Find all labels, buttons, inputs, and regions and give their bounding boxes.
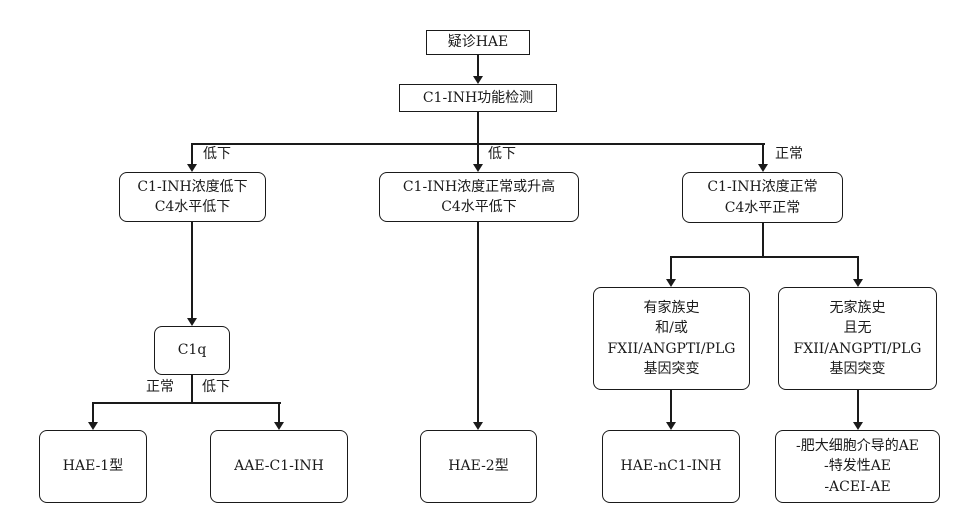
connector-to-hae-nc1inh — [670, 390, 672, 422]
node-hae-nc1-inh: HAE-nC1-INH — [602, 430, 740, 503]
connector-drop-hae1 — [92, 402, 94, 422]
connector-drop-middle — [477, 143, 479, 164]
arrow-down-icon — [473, 422, 483, 430]
node-hae-type2: HAE-2型 — [420, 430, 537, 503]
connector-drop-left — [191, 143, 193, 164]
arrow-down-icon — [187, 164, 197, 172]
node-suspected-hae: 疑诊HAE — [426, 30, 530, 55]
node-aae-c1-inh: AAE-C1-INH — [210, 430, 348, 503]
arrow-down-icon — [274, 422, 284, 430]
connector-drop-family-yes — [670, 256, 672, 279]
connector-middle-to-hae2 — [477, 222, 479, 422]
edge-label-c1q-low: 低下 — [202, 379, 230, 395]
connector-suspected-to-test — [477, 55, 479, 76]
node-family-history-yes: 有家族史 和/或 FXII/ANGPTI/PLG 基因突变 — [593, 287, 750, 390]
arrow-down-icon — [853, 422, 863, 430]
connector-right-split — [670, 256, 859, 258]
edge-label-middle-low: 低下 — [488, 146, 516, 162]
connector-test-stem — [477, 112, 479, 145]
arrow-down-icon — [758, 164, 768, 172]
node-conc-normal-or-high-c4-low: C1-INH浓度正常或升高 C4水平低下 — [379, 172, 579, 222]
edge-label-left-low: 低下 — [203, 146, 231, 162]
arrow-down-icon — [473, 76, 483, 84]
node-c1-inh-function-test: C1-INH功能检测 — [399, 84, 557, 112]
arrow-down-icon — [666, 422, 676, 430]
connector-right-stem — [762, 223, 764, 258]
arrow-down-icon — [187, 318, 197, 326]
connector-drop-family-no — [857, 256, 859, 279]
node-c1q: C1q — [154, 326, 230, 375]
arrow-down-icon — [853, 279, 863, 287]
connector-c1q-stem — [191, 375, 193, 404]
node-hae-type1: HAE-1型 — [39, 430, 147, 503]
connector-left-to-c1q — [191, 222, 193, 318]
node-family-history-no: 无家族史 且无 FXII/ANGPTI/PLG 基因突变 — [778, 287, 937, 390]
connector-to-other-ae — [857, 390, 859, 422]
arrow-down-icon — [88, 422, 98, 430]
connector-drop-right — [762, 143, 764, 164]
connector-drop-aae — [278, 402, 280, 422]
edge-label-right-normal: 正常 — [775, 146, 803, 162]
connector-c1q-split — [92, 402, 281, 404]
edge-label-c1q-normal: 正常 — [146, 379, 174, 395]
node-other-ae-list: -肥大细胞介导的AE -特发性AE -ACEI-AE — [775, 430, 940, 503]
arrow-down-icon — [473, 164, 483, 172]
node-conc-low-c4-low: C1-INH浓度低下 C4水平低下 — [119, 172, 266, 222]
arrow-down-icon — [666, 279, 676, 287]
node-conc-normal-c4-normal: C1-INH浓度正常 C4水平正常 — [682, 172, 843, 223]
